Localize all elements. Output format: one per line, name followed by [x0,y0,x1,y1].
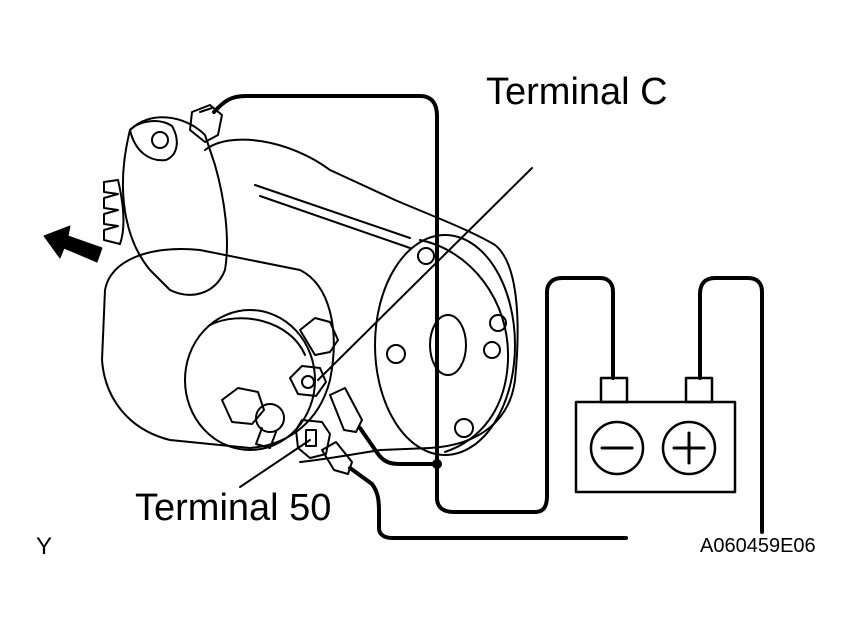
cover-bolt-2 [483,341,501,359]
terminal-c-nut [289,365,327,397]
lead-positive [348,466,628,540]
test-leads [212,94,764,540]
terminal-50-label: Terminal 50 [135,487,332,529]
starter-motor [101,104,519,463]
solenoid-end [184,309,316,451]
leader-terminal-50 [239,439,311,488]
cover-center [429,314,467,376]
terminal-c-label: Terminal C [486,71,668,113]
cover-bolt-3 [386,344,406,364]
negative-terminal-icon [589,420,645,476]
cover-bolt-5 [417,247,435,265]
direction-arrow-icon [43,225,103,263]
negative-post [599,376,629,404]
terminal-30-stud [255,427,277,449]
figure-code: A060459E06 [700,535,816,557]
wire-junction [432,459,442,469]
drive-housing-ear [129,120,178,162]
starter-body-outline [204,138,519,463]
lead-terminal-c [358,426,439,466]
leader-terminal-c [317,167,533,381]
solenoid-end-rim [209,317,306,356]
positive-post [684,376,714,404]
positive-terminal-icon [661,420,717,476]
cover-bolt-1 [489,314,507,332]
mounting-hole [151,131,169,149]
leader-lines [239,167,533,488]
terminal-30-washer [255,403,285,433]
lead-positive-return [698,276,764,534]
pinion-gear [103,179,121,245]
battery-case [574,400,737,494]
terminal-50-connector [295,419,331,459]
cover-bolt-4 [454,418,474,438]
motor-end-rim [419,239,510,453]
corner-letter: Y [36,533,53,560]
terminal-bracket [299,317,339,356]
battery [574,376,737,494]
solenoid-body [101,248,335,449]
terminal-30-nut [221,387,265,425]
terminal-c-stud [301,375,315,389]
terminal-50-pin [305,429,317,447]
clip-terminal-50 [321,441,353,475]
lead-top [212,94,439,466]
pinion-shaft [117,179,125,245]
top-connector [189,104,223,143]
drive-housing [121,116,228,296]
lead-negative [435,276,615,514]
clip-terminal-c [329,387,363,433]
through-bolt [254,184,411,249]
motor-end-cover [374,234,516,456]
